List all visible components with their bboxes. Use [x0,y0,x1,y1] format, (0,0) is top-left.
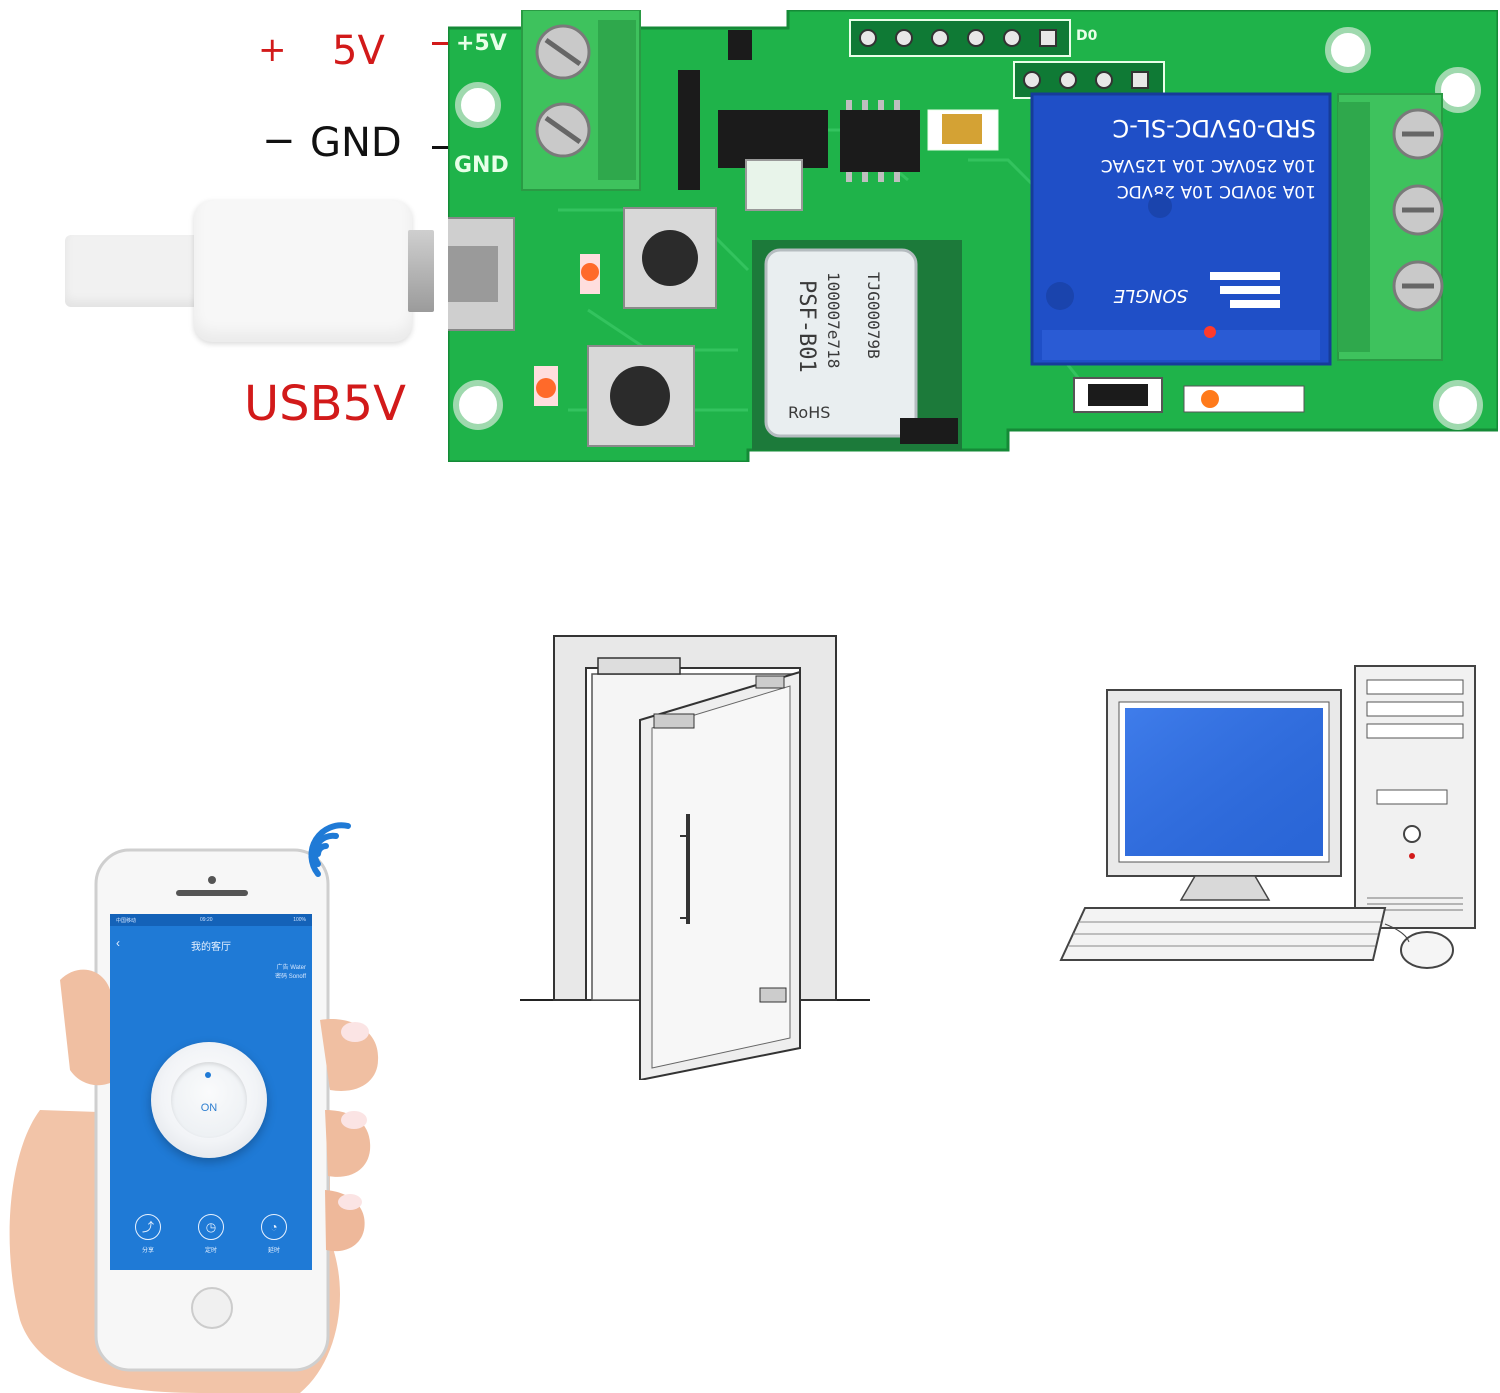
schedule-button[interactable]: ◔ 延时 [244,1214,304,1254]
relay-brand: SONGLE [1113,285,1188,306]
relay-board: +5V GND D0 PSF-B01 100007e718 [448,10,1498,462]
plus-label: + [258,30,287,70]
relay-rating-1: 10A 250VAC 10A 125VAC [1101,155,1316,175]
schedule-label: 延时 [267,1248,280,1254]
silk-gnd: GND [454,153,509,178]
share-icon: ⤴ [135,1214,161,1240]
power-indicator-dot [205,1072,211,1078]
schedule-icon: ◔ [261,1214,287,1240]
share-button[interactable]: ⤴ 分享 [118,1214,178,1254]
usb-plug-housing [194,200,412,342]
computer-illustration [1059,665,1476,969]
module-model: PSF-B01 [794,280,819,373]
status-bar: 中国移动 09:20 100% [110,914,312,926]
device-info: 广告 Water 密码 Sonoff [256,964,306,982]
back-icon[interactable]: ‹ [116,936,120,950]
power-button[interactable]: ON [151,1042,267,1158]
usb-cable [65,235,215,307]
wifi-icon [308,822,351,877]
carrier-text: 中国移动 [116,918,137,924]
module-code-2: TJG00079B [864,272,883,359]
relay-rating-2: 10A 30VDC 10A 28VDC [1117,181,1316,201]
silk-5v: +5V [456,31,507,56]
micro-usb-connector [408,230,434,312]
relay-model: SRD-05VDC-SL-C [1112,114,1316,142]
usb5v-label: USB5V [244,376,406,432]
app-title: 我的客厅 [191,942,231,953]
bottom-toolbar: ⤴ 分享 ◷ 定时 ◔ 延时 [110,1214,312,1270]
timer-icon: ◷ [198,1214,224,1240]
phone-screen: 中国移动 09:20 100% ‹ 我的客厅 广告 Water 密码 Sonof… [110,914,312,1270]
silk-d0: D0 [1076,28,1098,44]
timer-button[interactable]: ◷ 定时 [181,1214,241,1254]
info-line-2: 密码 Sonoff [275,974,306,980]
share-label: 分享 [141,1248,154,1254]
timer-label: 定时 [204,1248,217,1254]
power-label: ON [200,1102,218,1114]
info-line-1: 广告 Water [276,965,306,971]
5v-label: 5V [332,28,385,74]
door-illustration [520,635,870,1080]
clock-text: 09:20 [200,917,213,923]
module-code-1: 100007e718 [824,272,843,368]
rohs-mark: RoHS [788,403,830,422]
gnd-label: GND [310,120,402,166]
battery-text: 100% [293,917,306,923]
minus-label: − [262,118,296,164]
